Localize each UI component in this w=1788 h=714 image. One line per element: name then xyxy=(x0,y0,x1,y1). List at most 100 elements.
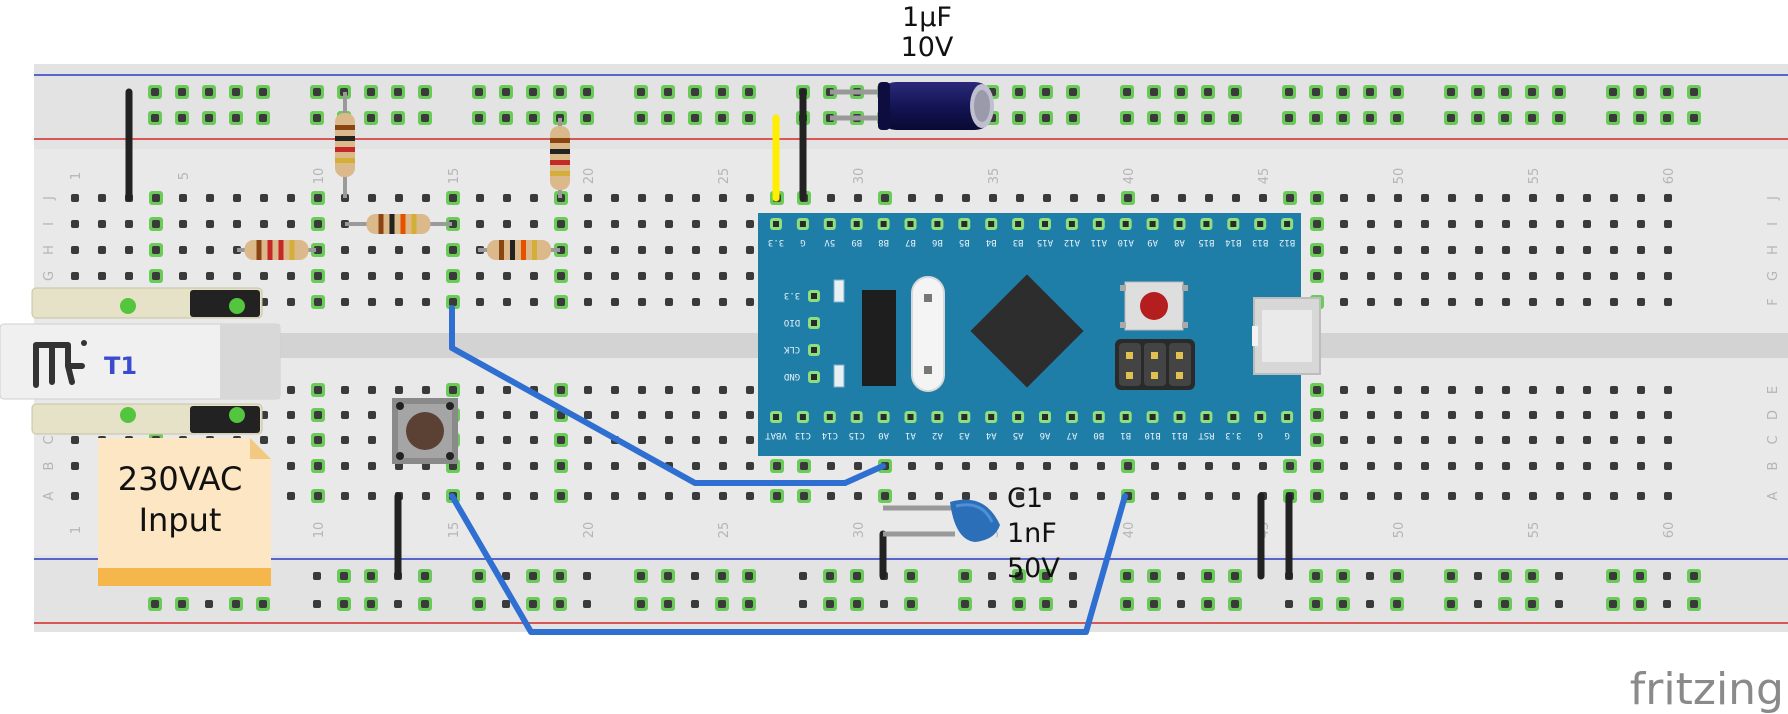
breadboard-hole xyxy=(503,194,511,202)
breadboard-hole xyxy=(719,411,727,419)
breadboard-hole xyxy=(1039,111,1053,125)
mcu-top-pin-label: A11 xyxy=(1091,237,1107,247)
breadboard-hole xyxy=(746,386,754,394)
breadboard-hole xyxy=(1394,272,1402,280)
breadboard-hole xyxy=(1205,194,1213,202)
breadboard-hole xyxy=(368,194,376,202)
breadboard-hole xyxy=(233,272,241,280)
breadboard-hole xyxy=(958,569,972,583)
breadboard-hole xyxy=(1120,85,1134,99)
breadboard-hole xyxy=(313,572,321,580)
breadboard-hole xyxy=(1502,436,1510,444)
breadboard-hole xyxy=(1529,272,1537,280)
breadboard-hole xyxy=(202,85,216,99)
mcu-bottom-pin-label: B11 xyxy=(1171,430,1187,440)
breadboard-hole xyxy=(1367,462,1375,470)
breadboard-hole xyxy=(611,386,619,394)
breadboard-hole xyxy=(1151,194,1159,202)
breadboard-hole xyxy=(472,569,486,583)
breadboard-hole xyxy=(1178,462,1186,470)
breadboard-hole xyxy=(1012,597,1026,611)
breadboard-hole xyxy=(1610,194,1618,202)
mcu-bottom-pin-label: A7 xyxy=(1066,430,1077,440)
breadboard-hole xyxy=(1556,436,1564,444)
breadboard-hole xyxy=(583,572,591,580)
breadboard-hole xyxy=(391,85,405,99)
breadboard-hole xyxy=(1633,569,1647,583)
breadboard-hole xyxy=(1498,111,1512,125)
breadboard-hole xyxy=(878,489,892,503)
breadboard-hole xyxy=(1583,298,1591,306)
column-number: 60 xyxy=(1662,522,1677,539)
breadboard-hole xyxy=(1475,194,1483,202)
breadboard-hole xyxy=(746,194,754,202)
breadboard-hole xyxy=(958,597,972,611)
breadboard-hole xyxy=(476,411,484,419)
breadboard-hole xyxy=(1367,272,1375,280)
breadboard-hole xyxy=(229,85,243,99)
breadboard-hole xyxy=(1421,298,1429,306)
breadboard-hole xyxy=(746,272,754,280)
breadboard-hole xyxy=(1610,298,1618,306)
breadboard-hole xyxy=(1502,194,1510,202)
breadboard-hole xyxy=(202,111,216,125)
breadboard-hole xyxy=(1394,462,1402,470)
breadboard-hole xyxy=(394,600,402,608)
breadboard-hole xyxy=(1687,569,1701,583)
breadboard-hole xyxy=(1016,194,1024,202)
breadboard-hole xyxy=(503,272,511,280)
breadboard-hole xyxy=(179,194,187,202)
breadboard-hole xyxy=(1475,272,1483,280)
breadboard-hole xyxy=(1178,492,1186,500)
breadboard-hole xyxy=(661,597,675,611)
mcu-top-pin-label: B15 xyxy=(1198,237,1214,247)
column-number: 45 xyxy=(1257,168,1272,185)
row-letter: G xyxy=(42,271,57,281)
breadboard-hole xyxy=(584,246,592,254)
breadboard-hole xyxy=(962,492,970,500)
transformer-ref-label: T1 xyxy=(104,352,137,380)
breadboard-hole xyxy=(476,194,484,202)
breadboard-hole xyxy=(71,194,79,202)
breadboard-hole xyxy=(148,111,162,125)
breadboard-hole xyxy=(665,246,673,254)
breadboard-hole xyxy=(1552,111,1566,125)
breadboard-hole xyxy=(530,194,538,202)
breadboard-hole xyxy=(1336,569,1350,583)
breadboard-hole xyxy=(368,436,376,444)
breadboard-hole xyxy=(368,462,376,470)
breadboard-hole xyxy=(1529,436,1537,444)
breadboard-hole xyxy=(1475,411,1483,419)
breadboard-hole xyxy=(634,569,648,583)
breadboard-hole xyxy=(1529,220,1537,228)
breadboard-hole xyxy=(206,220,214,228)
breadboard-hole xyxy=(638,492,646,500)
mcu-bottom-pin-label: G xyxy=(1257,430,1262,440)
mcu-crystal xyxy=(911,276,945,392)
breadboard-hole xyxy=(341,436,349,444)
breadboard-hole xyxy=(1012,85,1026,99)
breadboard-hole xyxy=(1606,111,1620,125)
breadboard-hole xyxy=(1502,220,1510,228)
breadboard-hole xyxy=(1606,85,1620,99)
breadboard-hole xyxy=(1525,569,1539,583)
breadboard-hole xyxy=(746,298,754,306)
breadboard-hole xyxy=(878,191,892,205)
blue-wires xyxy=(449,305,1128,635)
breadboard-hole xyxy=(287,492,295,500)
breadboard-hole xyxy=(256,85,270,99)
breadboard-hole xyxy=(148,597,162,611)
breadboard-hole xyxy=(391,111,405,125)
breadboard-hole xyxy=(1336,85,1350,99)
mcu-bottom-pin-label: G xyxy=(1284,430,1289,440)
column-number: 15 xyxy=(447,522,462,539)
electrolytic-capacitor xyxy=(830,82,994,130)
breadboard-hole xyxy=(688,85,702,99)
column-number: 40 xyxy=(1122,522,1137,539)
breadboard-hole xyxy=(1556,220,1564,228)
mcu-led-user xyxy=(833,364,845,388)
breadboard-hole xyxy=(692,246,700,254)
breadboard-hole xyxy=(908,492,916,500)
breadboard-hole xyxy=(1583,246,1591,254)
